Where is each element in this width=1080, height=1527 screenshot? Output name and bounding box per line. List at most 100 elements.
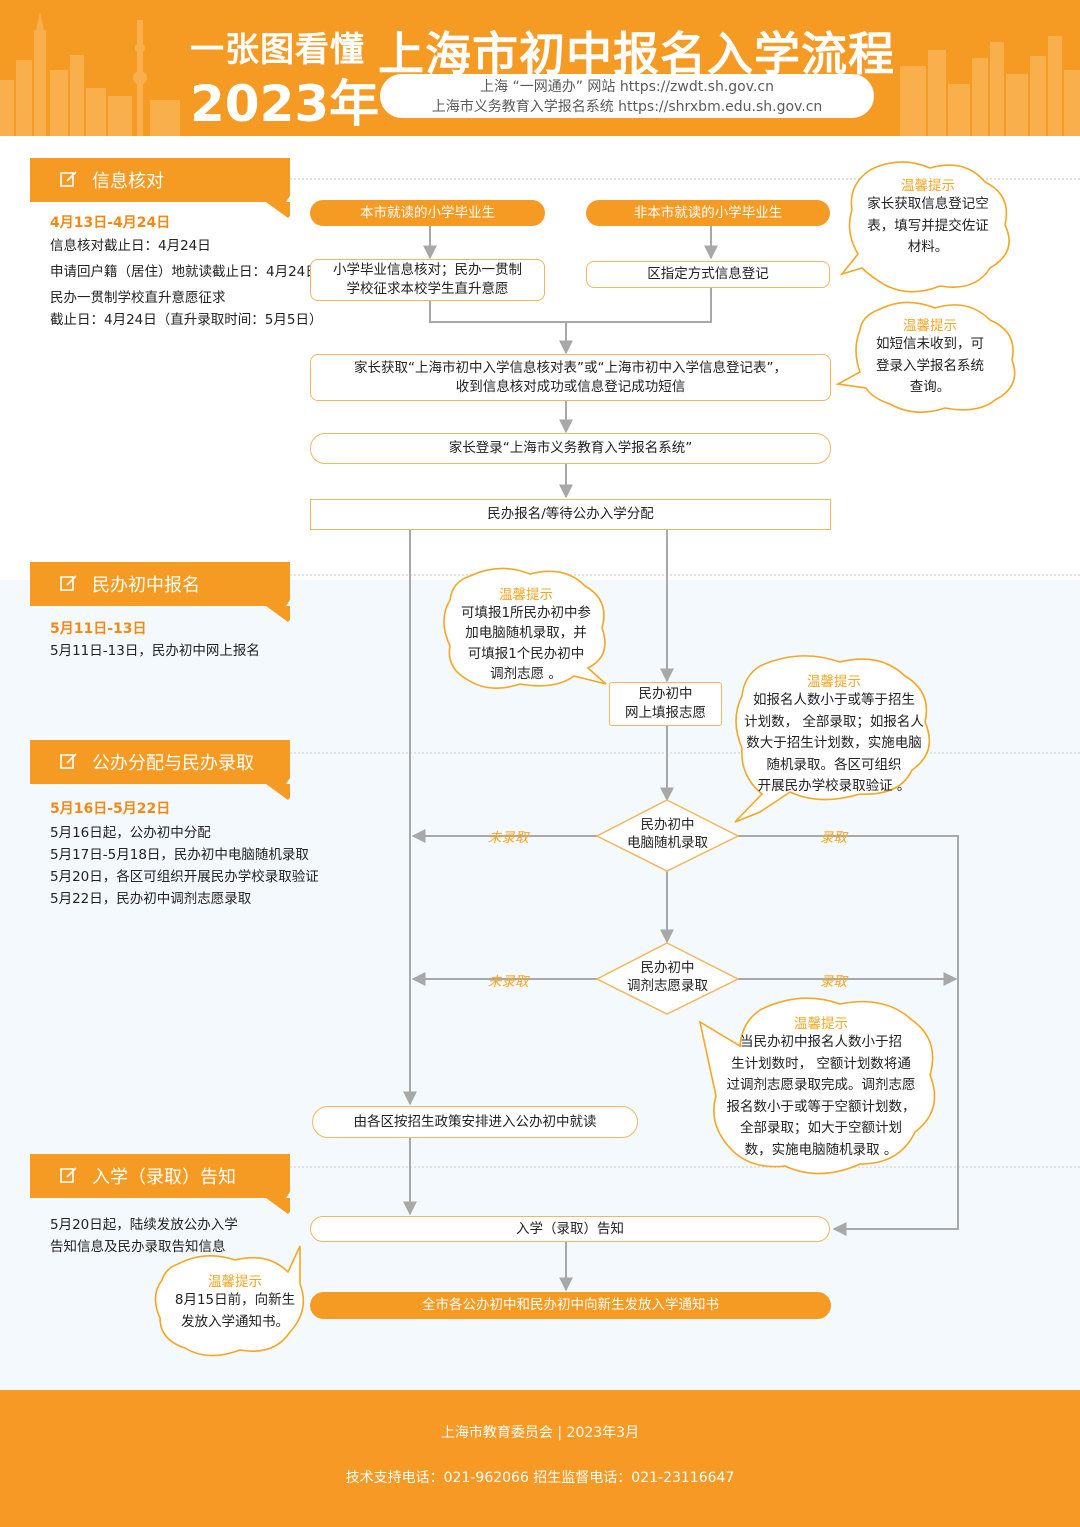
label-not-admitted: 未录取	[488, 830, 529, 846]
info-line: 截止日：4月24日（直升录取时间：5月5日）	[50, 312, 323, 328]
url-line-portal[interactable]: 上海 “一网通办” 网站 https://zwdt.sh.gov.cn	[480, 79, 774, 95]
footer-org-date: 上海市教育委员会 | 2023年3月	[440, 1425, 640, 1441]
node-text: 家长获取“上海市初中入学信息核对表”或“上海市初中入学信息登记表”，	[354, 359, 787, 376]
merge-line	[429, 287, 712, 323]
tab-shape	[30, 1154, 290, 1214]
node-text: 民办初中	[640, 960, 695, 976]
tip-title: 温馨提示	[903, 318, 957, 334]
node-info-register: 区指定方式信息登记	[586, 261, 830, 288]
tip-title: 温馨提示	[499, 587, 553, 603]
tip-line: 过调剂志愿录取完成。调剂志愿	[726, 1077, 916, 1094]
tip-cloud-6	[154, 1245, 305, 1357]
section-label: 入学（录取）告知	[92, 1167, 236, 1188]
tip-line: 发放入学通知书。	[181, 1313, 289, 1330]
tip-2: 温馨提示 如短信未收到，可 登录入学报名系统 查询。	[860, 314, 1000, 399]
node-local-graduates: 本市就读的小学毕业生	[310, 200, 545, 226]
tip-cloud-2	[835, 301, 1016, 413]
node-text: 电脑随机录取	[627, 835, 708, 852]
info-line: 5月16日起，公办初中分配	[50, 825, 211, 841]
header-title: 上海市初中报名入学流程	[378, 27, 895, 81]
node-text: 区指定方式信息登记	[647, 266, 769, 283]
edit-icon	[60, 575, 77, 591]
node-online-apply: 民办初中 网上填报志愿	[609, 682, 722, 726]
info-line: 5月22日，民办初中调剂志愿录取	[50, 891, 252, 907]
info-line: 5月20日，各区可组织开展民办学校录取验证	[50, 869, 319, 885]
tip-line: 如短信未收到，可	[876, 336, 984, 352]
separator	[285, 1166, 1080, 1168]
tip-cloud-3	[443, 567, 607, 689]
tip-line: 生计划数时， 空额计划数将通	[731, 1055, 911, 1072]
node-text: 入学（录取）告知	[516, 1220, 624, 1237]
info-line: 信息核对截止日：4月24日	[50, 238, 211, 254]
label-admitted: 录取	[820, 830, 847, 846]
tip-title: 温馨提示	[901, 178, 955, 194]
tip-title: 温馨提示	[208, 1274, 262, 1290]
node-text: 民办初中	[640, 817, 695, 833]
tip-line: 计划数， 全部录取；如报名人	[744, 713, 924, 730]
tip-line: 当民办初中报名人数小于招	[740, 1034, 902, 1050]
node-public-assign: 由各区按招生政策安排进入公办初中就读	[312, 1106, 638, 1138]
section-label: 信息核对	[92, 171, 164, 192]
url-line-enrollment-system[interactable]: 上海市义务教育入学报名系统 https://shrxbm.edu.sh.gov.…	[431, 99, 823, 115]
tip-3: 温馨提示 可填报1所民办初中参 加电脑随机录取，并 可填报1个民办初中 调剂志愿…	[452, 583, 600, 684]
tip-cloud-4	[734, 655, 931, 823]
section-tab-allocation: 公办分配与民办录取	[30, 740, 290, 800]
tip-line: 如报名人数小于或等于招生	[753, 692, 915, 708]
decision-adjust	[595, 942, 740, 1015]
footer: 上海市教育委员会 | 2023年3月 技术支持电话：021-962066 招生监…	[0, 1390, 1080, 1527]
tip-line: 调剂志愿 。	[490, 665, 562, 682]
tip-line: 开展民办学校录取验证 。	[757, 778, 911, 795]
tip-line: 加电脑随机录取，并	[465, 625, 587, 642]
tip-line: 8月15日前，向新生	[174, 1292, 296, 1308]
header-subtitle: 一张图看懂	[190, 30, 365, 70]
section-label: 公办分配与民办录取	[92, 753, 254, 774]
tip-line: 登录入学报名系统	[876, 357, 984, 374]
node-text: 小学毕业信息核对；民办一贯制	[333, 262, 522, 279]
tip-1: 温馨提示 家长获取信息登记空 表，填写并提交佐证 材料。	[858, 174, 998, 259]
footer-contacts: 技术支持电话：021-962066 招生监督电话：021-23116647	[345, 1470, 735, 1486]
tip-title: 温馨提示	[794, 1016, 848, 1032]
tip-line: 数大于招生计划数，实施电脑	[746, 735, 922, 752]
node-text: 网上填报志愿	[625, 705, 706, 721]
header-banner: 一张图看懂 2023年 上海市初中报名入学流程 上海 “一网通办” 网站 htt…	[0, 0, 1080, 136]
section-label: 民办初中报名	[92, 575, 200, 596]
tip-title: 温馨提示	[807, 674, 861, 690]
tip-line: 随机录取。各区可组织	[766, 756, 902, 773]
tip-cloud-1	[839, 161, 1010, 293]
node-text: 学校征求本校学生直升意愿	[346, 281, 509, 297]
tip-6: 温馨提示 8月15日前，向新生 发放入学通知书。	[160, 1270, 310, 1333]
tab-shape	[30, 740, 290, 800]
info-line: 5月11日-13日，民办初中网上报名	[50, 643, 260, 659]
section-date: 5月16日-5月22日	[50, 801, 171, 817]
section-date: 4月13日-4月24日	[50, 215, 171, 231]
info-line: 5月20日起，陆续发放公办入学	[50, 1217, 238, 1233]
arrow-random-admitted	[738, 835, 959, 1236]
separator	[285, 178, 1080, 180]
tip-line: 表，填写并提交佐证	[867, 217, 989, 234]
tip-line: 查询。	[909, 379, 951, 396]
node-login: 家长登录“上海市义务教育入学报名系统”	[310, 433, 831, 464]
flow-connectors	[154, 161, 1016, 1357]
section-tab-private-apply: 民办初中报名	[30, 562, 290, 622]
tip-line: 材料。	[907, 239, 949, 256]
skyline-illustration	[0, 12, 1080, 136]
info-line: 5月17日-5月18日，民办初中电脑随机录取	[50, 847, 309, 863]
section-tab-info-check: 信息核对	[30, 158, 290, 218]
node-get-form: 家长获取“上海市初中入学信息核对表”或“上海市初中入学信息登记表”， 收到信息核…	[310, 354, 831, 401]
node-final: 全市各公办初中和民办初中向新生发放入学通知书	[310, 1292, 831, 1319]
node-text: 民办报名/等待公办入学分配	[487, 506, 654, 523]
label-not-admitted: 未录取	[488, 974, 529, 990]
tip-line: 数，实施电脑随机录取 。	[744, 1141, 898, 1158]
header-year: 2023年	[190, 75, 380, 133]
tip-line: 可填报1所民办初中参	[460, 605, 592, 621]
info-line: 民办一贯制学校直升意愿征求	[50, 290, 226, 306]
tip-5: 温馨提示 当民办初中报名人数小于招 生计划数时， 空额计划数将通 过调剂志愿录取…	[714, 1012, 928, 1162]
tab-shape	[30, 158, 290, 218]
edit-icon	[60, 753, 77, 769]
decision-random-label: 民办初中 电脑随机录取	[597, 816, 738, 852]
node-text: 收到信息核对成功或信息登记成功短信	[455, 378, 686, 395]
section-date: 5月11日-13日	[50, 621, 147, 637]
node-notice: 入学（录取）告知	[310, 1216, 830, 1242]
info-line: 申请回户籍（居住）地就读截止日：4月24日	[50, 264, 319, 280]
tip-4: 温馨提示 如报名人数小于或等于招生 计划数， 全部录取；如报名人 数大于招生计划…	[740, 670, 928, 798]
